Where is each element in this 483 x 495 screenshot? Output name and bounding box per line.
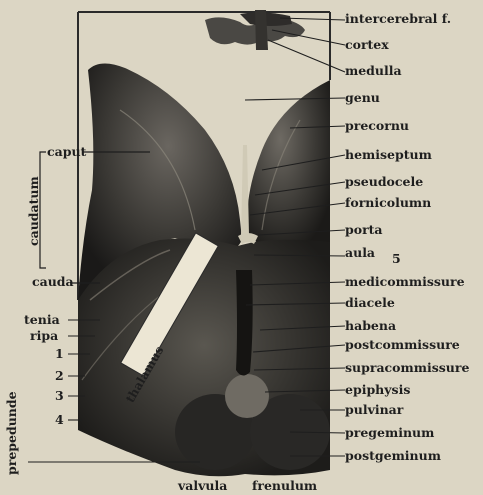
label-aula: aula — [345, 246, 375, 260]
label-epiphysis: epiphysis — [345, 383, 410, 397]
label-caudatum: caudatum — [26, 176, 41, 246]
cortex-section — [205, 10, 305, 50]
label-genu: genu — [345, 91, 380, 105]
label-hemiseptum: hemiseptum — [345, 148, 432, 162]
label-ripa: ripa — [30, 329, 58, 343]
label-tenia: tenia — [24, 313, 60, 327]
label-prepedunde: prepedunde — [4, 391, 19, 475]
label-caput: caput — [47, 145, 86, 159]
label-cauda: cauda — [32, 275, 74, 289]
label-number-4: 4 — [55, 413, 64, 427]
label-fornicolumn: fornicolumn — [345, 196, 431, 210]
label-pulvinar: pulvinar — [345, 403, 403, 417]
label-postgeminum: postgeminum — [345, 449, 441, 463]
label-habena: habena — [345, 319, 396, 333]
label-number-1: 1 — [55, 347, 64, 361]
label-diacele: diacele — [345, 296, 395, 310]
label-postcommissure: postcommissure — [345, 338, 460, 352]
label-porta: porta — [345, 223, 383, 237]
label-precornu: precornu — [345, 119, 409, 133]
label-intercerebral-fissure: intercerebral f. — [345, 12, 451, 26]
label-pregeminum: pregeminum — [345, 426, 434, 440]
label-valvula: valvula — [178, 479, 227, 493]
label-medulla: medulla — [345, 64, 402, 78]
label-number-2: 2 — [55, 369, 64, 383]
label-cortex: cortex — [345, 38, 389, 52]
label-aula-number: 5 — [392, 252, 401, 266]
label-frenulum: frenulum — [252, 479, 317, 493]
label-medicommissure: medicommissure — [345, 275, 465, 289]
label-supracommissure: supracommissure — [345, 361, 469, 375]
label-pseudocele: pseudocele — [345, 175, 423, 189]
label-number-3: 3 — [55, 389, 64, 403]
